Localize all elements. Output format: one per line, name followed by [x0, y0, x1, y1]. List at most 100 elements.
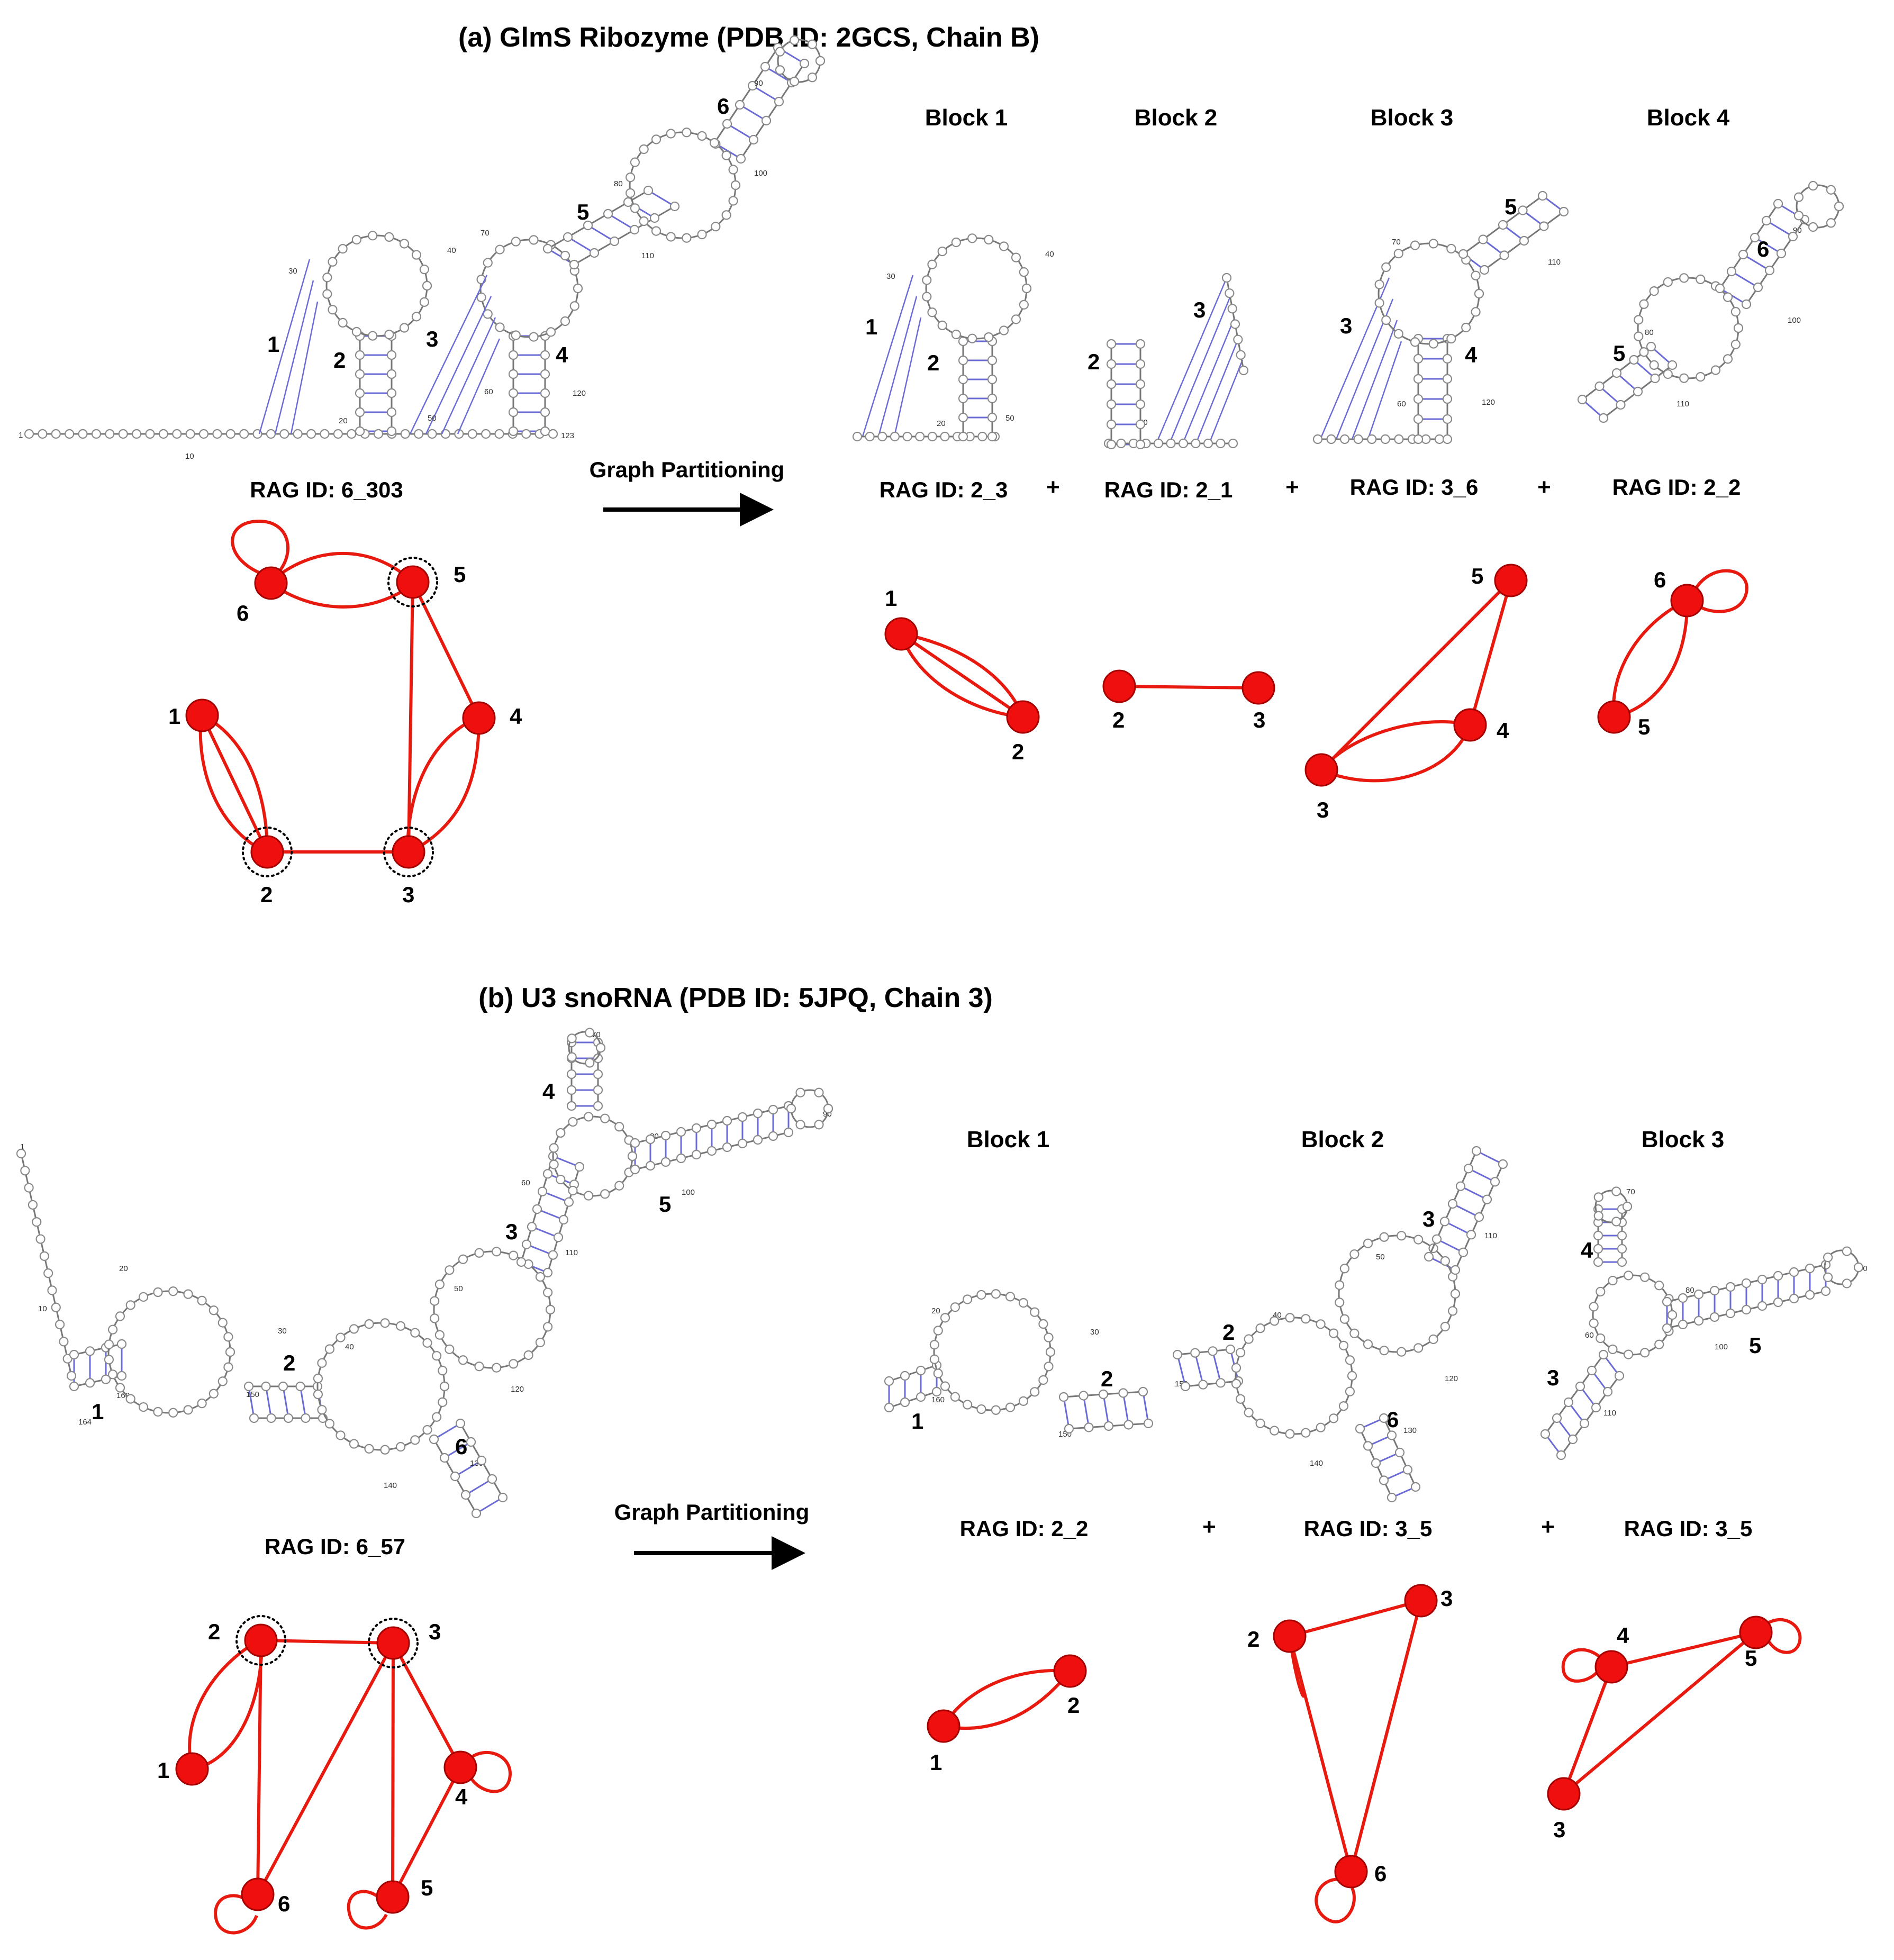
- nucleotide: [1231, 1378, 1241, 1389]
- nucleotide: [795, 1120, 805, 1130]
- nucleotide: [529, 235, 539, 245]
- nucleotide: [1757, 1274, 1768, 1285]
- panel-a-node-6: [254, 566, 288, 600]
- panel-b-seq-tick-40: 40: [345, 1342, 354, 1351]
- nucleotide: [976, 1290, 986, 1300]
- panel-b-edge-3-6: [256, 1642, 395, 1895]
- nucleotide: [958, 431, 968, 442]
- nucleotide: [569, 259, 579, 270]
- nucleotide: [324, 1344, 335, 1354]
- nucleotide: [380, 1318, 390, 1328]
- nucleotide: [1617, 1230, 1627, 1241]
- nucleotide: [1539, 221, 1549, 231]
- nucleotide: [1649, 360, 1659, 370]
- panel-b-b1-edge-1-2-a: [942, 1668, 1071, 1727]
- panel-b-block-3-label-3: 3: [1547, 1365, 1559, 1390]
- nucleotide: [1558, 206, 1569, 217]
- panel-b-b1-node-label-1: 1: [930, 1750, 942, 1775]
- nucleotide: [460, 1490, 471, 1500]
- panel-b-b2-edge-6-6-loop: [1315, 1877, 1356, 1923]
- nucleotide: [1045, 1347, 1056, 1357]
- nucleotide: [422, 1338, 432, 1348]
- nucleotide: [481, 429, 491, 439]
- nucleotide: [429, 1434, 439, 1445]
- nucleotide: [783, 1127, 794, 1138]
- nucleotide: [333, 429, 343, 439]
- nucleotide: [1789, 1267, 1799, 1277]
- nucleotide: [1805, 1263, 1815, 1274]
- nucleotide: [1616, 400, 1626, 410]
- nucleotide: [1153, 438, 1164, 449]
- nucleotide: [185, 429, 195, 439]
- panel-b-block-2-tick-120: 120: [1445, 1374, 1458, 1383]
- nucleotide: [1394, 434, 1404, 444]
- nucleotide: [643, 185, 654, 196]
- nucleotide: [987, 374, 998, 385]
- panel-b-node-4: [443, 1750, 477, 1784]
- panel-a-block-3-tick-70: 70: [1392, 238, 1401, 247]
- nucleotide: [198, 429, 209, 439]
- nucleotide: [1285, 1313, 1295, 1323]
- nucleotide: [1428, 1334, 1438, 1345]
- panel-b-block-3-tick-60: 60: [1585, 1331, 1594, 1340]
- panel-b-node-6: [241, 1877, 275, 1911]
- panel-a-b1-node-label-1: 1: [885, 586, 897, 611]
- nucleotide: [197, 1295, 207, 1306]
- nucleotide: [1593, 1211, 1603, 1221]
- nucleotide: [1413, 394, 1424, 404]
- nucleotide: [1355, 1423, 1365, 1434]
- nucleotide: [1820, 1286, 1831, 1296]
- nucleotide: [1413, 374, 1424, 384]
- nucleotide: [1474, 1212, 1484, 1222]
- nucleotide: [322, 289, 332, 299]
- panel-b-b2-node-6: [1334, 1855, 1368, 1889]
- nucleotide: [432, 1412, 442, 1422]
- panel-a-b2-node-2: [1102, 669, 1136, 703]
- nucleotide: [1116, 438, 1126, 449]
- nucleotide: [1793, 192, 1804, 202]
- nucleotide: [28, 1200, 38, 1210]
- panel-b-edge-5-5-loop: [347, 1890, 388, 1930]
- base-pair: [727, 123, 754, 141]
- nucleotide: [629, 224, 640, 235]
- nucleotide: [1335, 1297, 1345, 1308]
- panel-a-b2-node-label-3: 3: [1253, 707, 1265, 732]
- base-pair: [648, 189, 675, 207]
- nucleotide: [293, 429, 303, 439]
- backbone: [74, 1343, 122, 1356]
- nucleotide: [600, 1113, 610, 1123]
- backbone: [1185, 1380, 1239, 1387]
- panel-a-node-label-2: 2: [260, 882, 273, 907]
- nucleotide: [1018, 1396, 1029, 1406]
- nucleotide: [1608, 1275, 1618, 1286]
- nucleotide: [508, 369, 519, 379]
- nucleotide: [1447, 1199, 1458, 1209]
- nucleotide: [1410, 240, 1420, 250]
- nucleotide: [521, 429, 531, 439]
- nucleotide: [1440, 1321, 1450, 1332]
- nucleotide: [614, 1181, 624, 1191]
- panel-b-seq-tick-20: 20: [119, 1264, 128, 1273]
- panel-a-highlight-2: [242, 827, 293, 877]
- panel-a-seq-tick-50: 50: [428, 414, 437, 423]
- panel-b-edge-2-6: [256, 1640, 262, 1895]
- panel-b-b3-edge-4-5: [1611, 1631, 1756, 1668]
- nucleotide: [1374, 279, 1384, 289]
- nucleotide: [1518, 205, 1528, 215]
- nucleotide: [1696, 274, 1706, 285]
- nucleotide: [761, 115, 772, 126]
- nucleotide: [1793, 211, 1804, 221]
- nucleotide: [422, 1425, 432, 1435]
- nucleotide: [1011, 252, 1021, 262]
- panel-a-block-3-label-4: 4: [1465, 342, 1478, 367]
- nucleotide: [950, 1392, 960, 1402]
- panel-a-block-4-tick-80: 80: [1645, 328, 1654, 337]
- nucleotide: [66, 1371, 77, 1381]
- nucleotide: [545, 1304, 556, 1315]
- panel-a-block-3-header: Block 3: [1371, 105, 1454, 131]
- base-pair: [1212, 1350, 1222, 1383]
- nucleotide: [1598, 1349, 1609, 1360]
- nucleotide: [940, 1313, 950, 1323]
- nucleotide: [789, 35, 800, 46]
- nucleotide: [1143, 1418, 1154, 1429]
